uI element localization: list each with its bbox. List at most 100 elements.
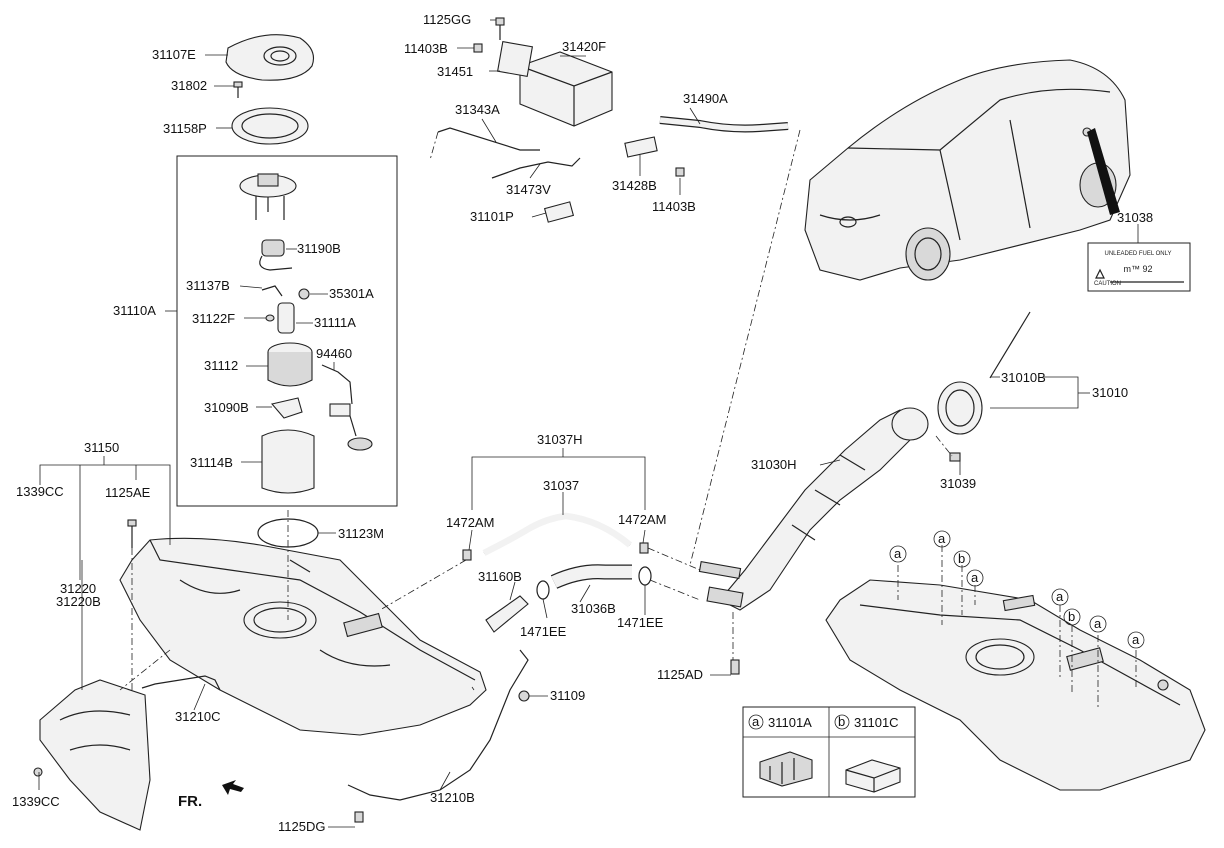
fuel-label-line1: UNLEADED FUEL ONLY (1104, 251, 1171, 257)
callout-31490A: 31490A (683, 91, 728, 106)
lock-ring-31158P (231, 107, 309, 145)
legend-a-part: 31101A (768, 715, 812, 730)
fuel-label-caution: CAUTION (1094, 281, 1121, 287)
legend-box (742, 706, 916, 798)
callout-31030H: 31030H (751, 457, 797, 472)
marker-8: a (1132, 632, 1140, 647)
callout-31037H: 31037H (537, 432, 583, 447)
bracket-31428B (624, 136, 658, 158)
callout-31210C: 31210C (175, 709, 221, 724)
bolt-1125AD (730, 659, 740, 675)
legend-a-key: a (752, 714, 760, 729)
leader-lines (38, 19, 1139, 828)
hose-31037 (483, 515, 631, 554)
callout-31220: 31220 (60, 581, 96, 596)
callout-1125AD: 1125AD (657, 667, 703, 682)
clamp-1472AM-left (462, 549, 472, 561)
callout-31210B: 31210B (430, 790, 475, 805)
callout-31038: 31038 (1117, 210, 1153, 225)
callout-31090B: 31090B (204, 400, 249, 415)
pump-module-parts (239, 173, 373, 494)
callout-31428B: 31428B (612, 178, 657, 193)
callout-31107E: 31107E (152, 47, 196, 62)
marker-5: a (1056, 589, 1064, 604)
callout-31037: 31037 (543, 478, 579, 493)
callout-31101P: 31101P (470, 209, 514, 224)
callout-31122F: 31122F (192, 311, 235, 326)
callout-31150: 31150 (84, 440, 119, 455)
callout-31109: 31109 (550, 688, 585, 703)
callout-1339CC-top: 1339CC (16, 484, 64, 499)
marker-7: a (1094, 616, 1102, 631)
pipe-31473V (491, 157, 581, 179)
callout-1472AM-right: 1472AM (618, 512, 666, 527)
callout-1471EE-right: 1471EE (617, 615, 664, 630)
callout-31190B: 31190B (297, 241, 341, 256)
bolt-31802 (233, 81, 243, 98)
fr-arrow-icon (222, 780, 244, 795)
canister-31420F (473, 17, 613, 127)
strap-31210C (141, 675, 221, 691)
hose-31037-inner (482, 512, 633, 556)
callout-31160B: 31160B (478, 569, 522, 584)
callout-31110A: 31110A (113, 303, 156, 318)
callout-31420F: 31420F (562, 39, 606, 54)
callout-1471EE-left: 1471EE (520, 624, 567, 639)
marker-6: b (1068, 609, 1075, 624)
cover-plate-31107E (225, 34, 315, 81)
callout-31802: 31802 (171, 78, 207, 93)
callout-31039: 31039 (940, 476, 976, 491)
fuel-label-31038: UNLEADED FUEL ONLY m™ 92 CAUTION (1087, 242, 1191, 292)
callout-31123M: 31123M (338, 526, 384, 541)
pipe-31160B (485, 595, 529, 633)
clamp-1472AM-right (639, 542, 649, 554)
callout-31343A: 31343A (455, 102, 500, 117)
heat-shield-31220 (33, 679, 151, 831)
tank-detail-view (825, 579, 1206, 791)
marker-1: a (894, 546, 902, 561)
strap-31210B (347, 649, 529, 801)
callout-11403B-top: 11403B (404, 41, 448, 56)
callout-1339CC-bot: 1339CC (12, 794, 60, 809)
callout-1125DG: 1125DG (278, 819, 325, 834)
car-illustration (804, 59, 1131, 281)
fuel-tank (119, 537, 487, 736)
legend-labels: a 31101A b 31101C (748, 714, 899, 730)
callout-31010: 31010 (1092, 385, 1128, 400)
callout-1472AM-left: 1472AM (446, 515, 494, 530)
filler-neck-31030H (698, 407, 929, 611)
legend-b-key: b (838, 714, 845, 729)
callout-31111A: 31111A (314, 315, 356, 330)
front-indicator: FR. (178, 793, 202, 810)
bolt-1125AE (127, 519, 137, 548)
tank-markers: a a b a a b a a (889, 530, 1145, 649)
assembly-lines (119, 129, 1137, 710)
callout-35301A: 35301A (329, 286, 374, 301)
pad-31101P (543, 201, 575, 223)
callout-labels: 31107E 31802 31158P 1125GG 11403B 31451 … (12, 12, 1153, 834)
bolt-31039 (949, 452, 961, 462)
callout-31451: 31451 (437, 64, 473, 79)
callout-31158P: 31158P (163, 121, 207, 136)
callout-31114B: 31114B (190, 455, 233, 470)
clamp-1471EE-right (638, 566, 652, 586)
callout-31220B: 31220B (56, 594, 101, 609)
callout-1125GG: 1125GG (423, 12, 471, 27)
callout-31036B: 31036B (571, 601, 616, 616)
legend-b-part: 31101C (854, 715, 899, 730)
clamp-1471EE-left (536, 580, 550, 600)
marker-3: b (958, 551, 965, 566)
marker-2: a (938, 531, 946, 546)
pump-module-box (176, 155, 398, 507)
callout-1125AE: 1125AE (105, 485, 151, 500)
marker-4: a (971, 570, 979, 585)
callout-11403B-mid: 11403B (652, 199, 696, 214)
callout-31010B: 31010B (1001, 370, 1046, 385)
callout-31137B: 31137B (186, 278, 230, 293)
pipe-31343A (437, 127, 540, 151)
fuel-label-line2: m™ 92 (1123, 264, 1152, 274)
callout-94460: 94460 (316, 346, 352, 361)
fuel-cap-31010 (937, 311, 1031, 435)
callout-31112: 31112 (204, 358, 238, 373)
